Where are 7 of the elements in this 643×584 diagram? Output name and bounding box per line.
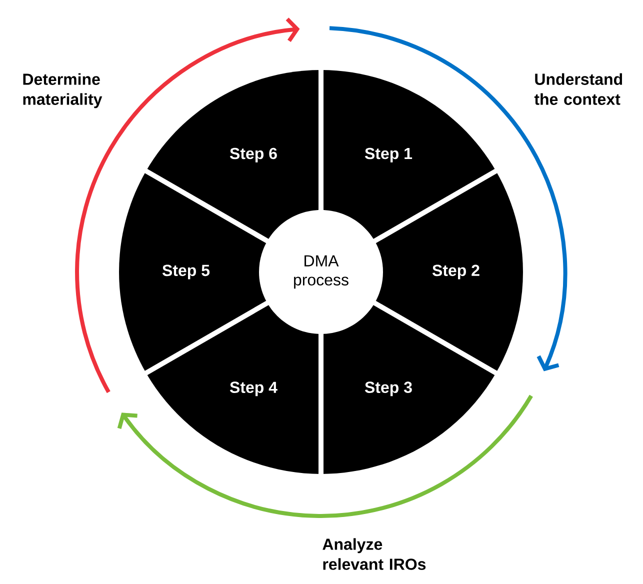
stage-label: Determine materiality: [23, 73, 102, 108]
node-label: Step 4: [230, 382, 278, 396]
node-label: Step 3: [364, 382, 412, 396]
node-label: Step 6: [230, 148, 277, 162]
node-label: Step 1: [364, 148, 412, 162]
stage-label: Analyze relevant IROs: [322, 538, 426, 570]
stage-label: Understand the context: [534, 73, 622, 105]
